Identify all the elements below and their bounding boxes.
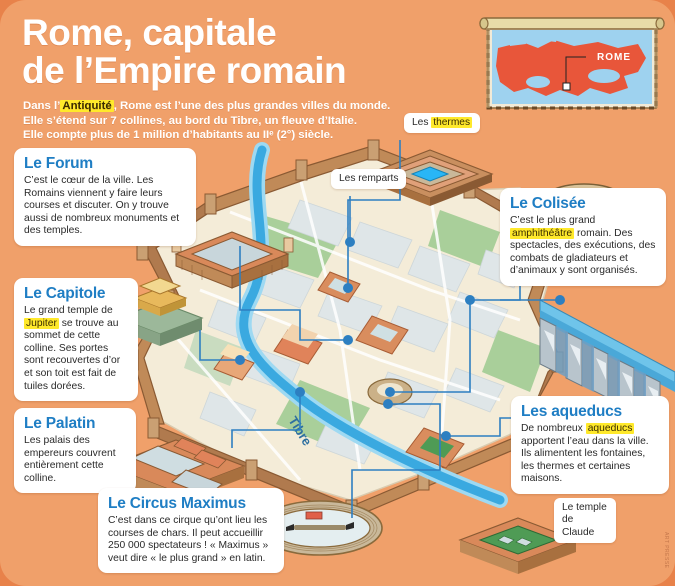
colisee-text-b: romain. Des spectacles, des exécutions, … <box>510 227 656 277</box>
aqueducs-illustration <box>539 299 675 423</box>
europe-map-inset: ROME <box>479 17 665 110</box>
scroll-rod <box>479 17 665 30</box>
callout-title-circus-maximus: Le Circus Maximus <box>108 495 246 512</box>
thermes-text-a: Les <box>412 117 432 128</box>
callout-body-palatin: Les palais des empereurs couvrent entièr… <box>24 435 116 484</box>
label-thermes: Les thermes <box>404 113 481 134</box>
callout-title-capitole: Le Capitole <box>24 285 106 302</box>
leader-dots <box>235 237 565 441</box>
claude-line-1: Le temple <box>562 502 607 513</box>
palatin-illustration <box>106 437 246 504</box>
callout-box-capitole: Le Capitole Le grand temple de Jupiter s… <box>14 278 138 402</box>
callout-body-circus-maximus: C’est dans ce cirque qu’ont lieu les cou… <box>108 515 269 564</box>
intro-line-2: Elle s’étend sur 7 collines, au bord du … <box>23 114 357 127</box>
capitole-highlight-jupiter: Jupiter <box>24 317 59 329</box>
capitole-text-b: se trouve au sommet de cette colline. Se… <box>24 317 121 392</box>
page-title: Rome, capitale de l’Empire romain <box>22 14 492 90</box>
intro-paragraph: Dans l’Antiquité, Rome est l’une des plu… <box>23 99 423 143</box>
label-remparts: Les remparts <box>331 169 407 190</box>
callout-title-aqueducs: Les aqueducs <box>521 403 622 420</box>
temple-claude-illustration <box>458 517 578 574</box>
callout-title-colisee: Le Colisée <box>510 195 586 212</box>
tibre-river <box>235 142 508 508</box>
capitole-text-a: Le grand temple de <box>24 305 113 316</box>
intro-line-3: Elle compte plus de 1 million d’habitant… <box>23 129 334 142</box>
callout-box-palatin: Le Palatin Les palais des empereurs couv… <box>14 408 136 494</box>
thermes-illustration <box>366 149 494 206</box>
callout-body-colisee: C’est le plus grand amphithéâtre romain.… <box>510 215 657 278</box>
credit-text: ART PRESSE <box>663 531 669 569</box>
callout-box-circus-maximus: Le Circus Maximus C’est dans ce cirque q… <box>98 488 284 574</box>
circus-maximus-illustration <box>257 500 383 556</box>
intro-text-b: , Rome est l’une des plus grandes villes… <box>113 100 391 112</box>
callout-box-forum: Le Forum C’est le cœur de la ville. Les … <box>14 148 196 246</box>
callout-box-colisee: Le Colisée C’est le plus grand amphithéâ… <box>500 188 666 286</box>
callout-box-aqueducs: Les aqueducs De nombreux aqueducs apport… <box>511 396 669 494</box>
aqueducs-highlight: aqueducs <box>585 423 635 434</box>
inset-rome-label: ROME <box>597 52 631 63</box>
aqueducs-text-a: De nombreux <box>521 423 586 434</box>
aqueducs-text-b: apportent l’eau dans la ville. Ils alime… <box>521 435 649 485</box>
colisee-highlight-amphitheatre: amphithéâtre <box>510 227 575 239</box>
claude-line-2: de Claude <box>562 514 595 538</box>
callout-body-forum: C’est le cœur de la ville. Les Romains v… <box>24 175 180 237</box>
label-temple-de-claude: Le temple de Claude <box>554 498 616 544</box>
title-line-2: de l’Empire romain <box>22 50 347 91</box>
colisee-text-a: C’est le plus grand <box>510 215 596 226</box>
callout-body-capitole: Le grand temple de Jupiter se trouve au … <box>24 305 129 393</box>
callout-body-aqueducs: De nombreux aqueducs apportent l’eau dan… <box>521 423 660 486</box>
callout-title-forum: Le Forum <box>24 155 94 172</box>
forum-illustration <box>171 231 294 289</box>
thermes-highlight: thermes <box>431 117 473 128</box>
intro-text-a: Dans l’ <box>23 100 61 112</box>
intro-highlight-antiquite: Antiquité <box>60 100 114 112</box>
title-line-1: Rome, capitale <box>22 12 277 53</box>
callout-title-palatin: Le Palatin <box>24 415 96 432</box>
